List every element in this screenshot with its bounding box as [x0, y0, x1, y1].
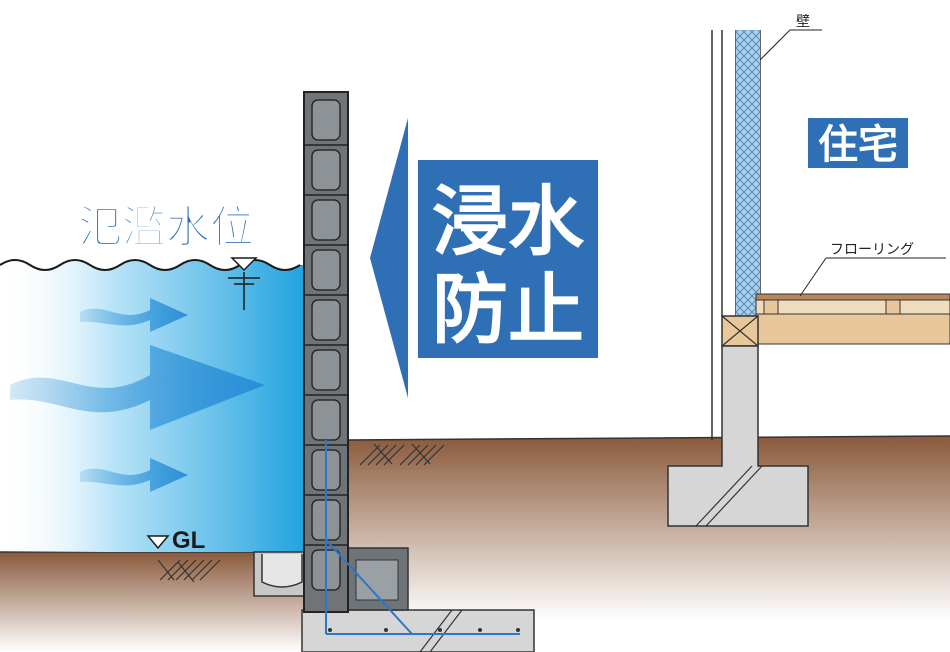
- prevent-line2: 防止: [432, 265, 584, 354]
- barrier-footing: [301, 609, 535, 652]
- gl-label: GL: [172, 527, 205, 554]
- house-label-box: 住宅: [808, 118, 908, 168]
- chevron-left-arrow-icon: [370, 118, 408, 398]
- flow-arrow-icon: [10, 298, 265, 492]
- gl-marker: GL: [146, 527, 205, 554]
- triangle-water-level-icon: [228, 257, 260, 310]
- house-structure: [667, 30, 950, 527]
- flood-level-label: 氾濫水位: [78, 202, 254, 253]
- house-foundation: [667, 345, 809, 527]
- flooring-callout: フローリング: [799, 242, 946, 297]
- drain-channel: [253, 551, 311, 597]
- flood-barrier-wall: [303, 91, 520, 635]
- wall-callout: 壁: [759, 14, 822, 61]
- flood-level-label-box: 氾濫水位: [78, 202, 255, 254]
- house-label: 住宅: [818, 122, 898, 168]
- flooring-label: フローリング: [830, 242, 914, 258]
- prevent-line1: 浸水: [432, 177, 585, 266]
- flooring-board: [755, 293, 950, 301]
- ground-hatch-marks: [157, 443, 445, 583]
- barrier-base-block: [345, 547, 409, 611]
- wall-label: 壁: [796, 14, 810, 30]
- flood-prevention-box: 浸水 防止: [418, 160, 598, 358]
